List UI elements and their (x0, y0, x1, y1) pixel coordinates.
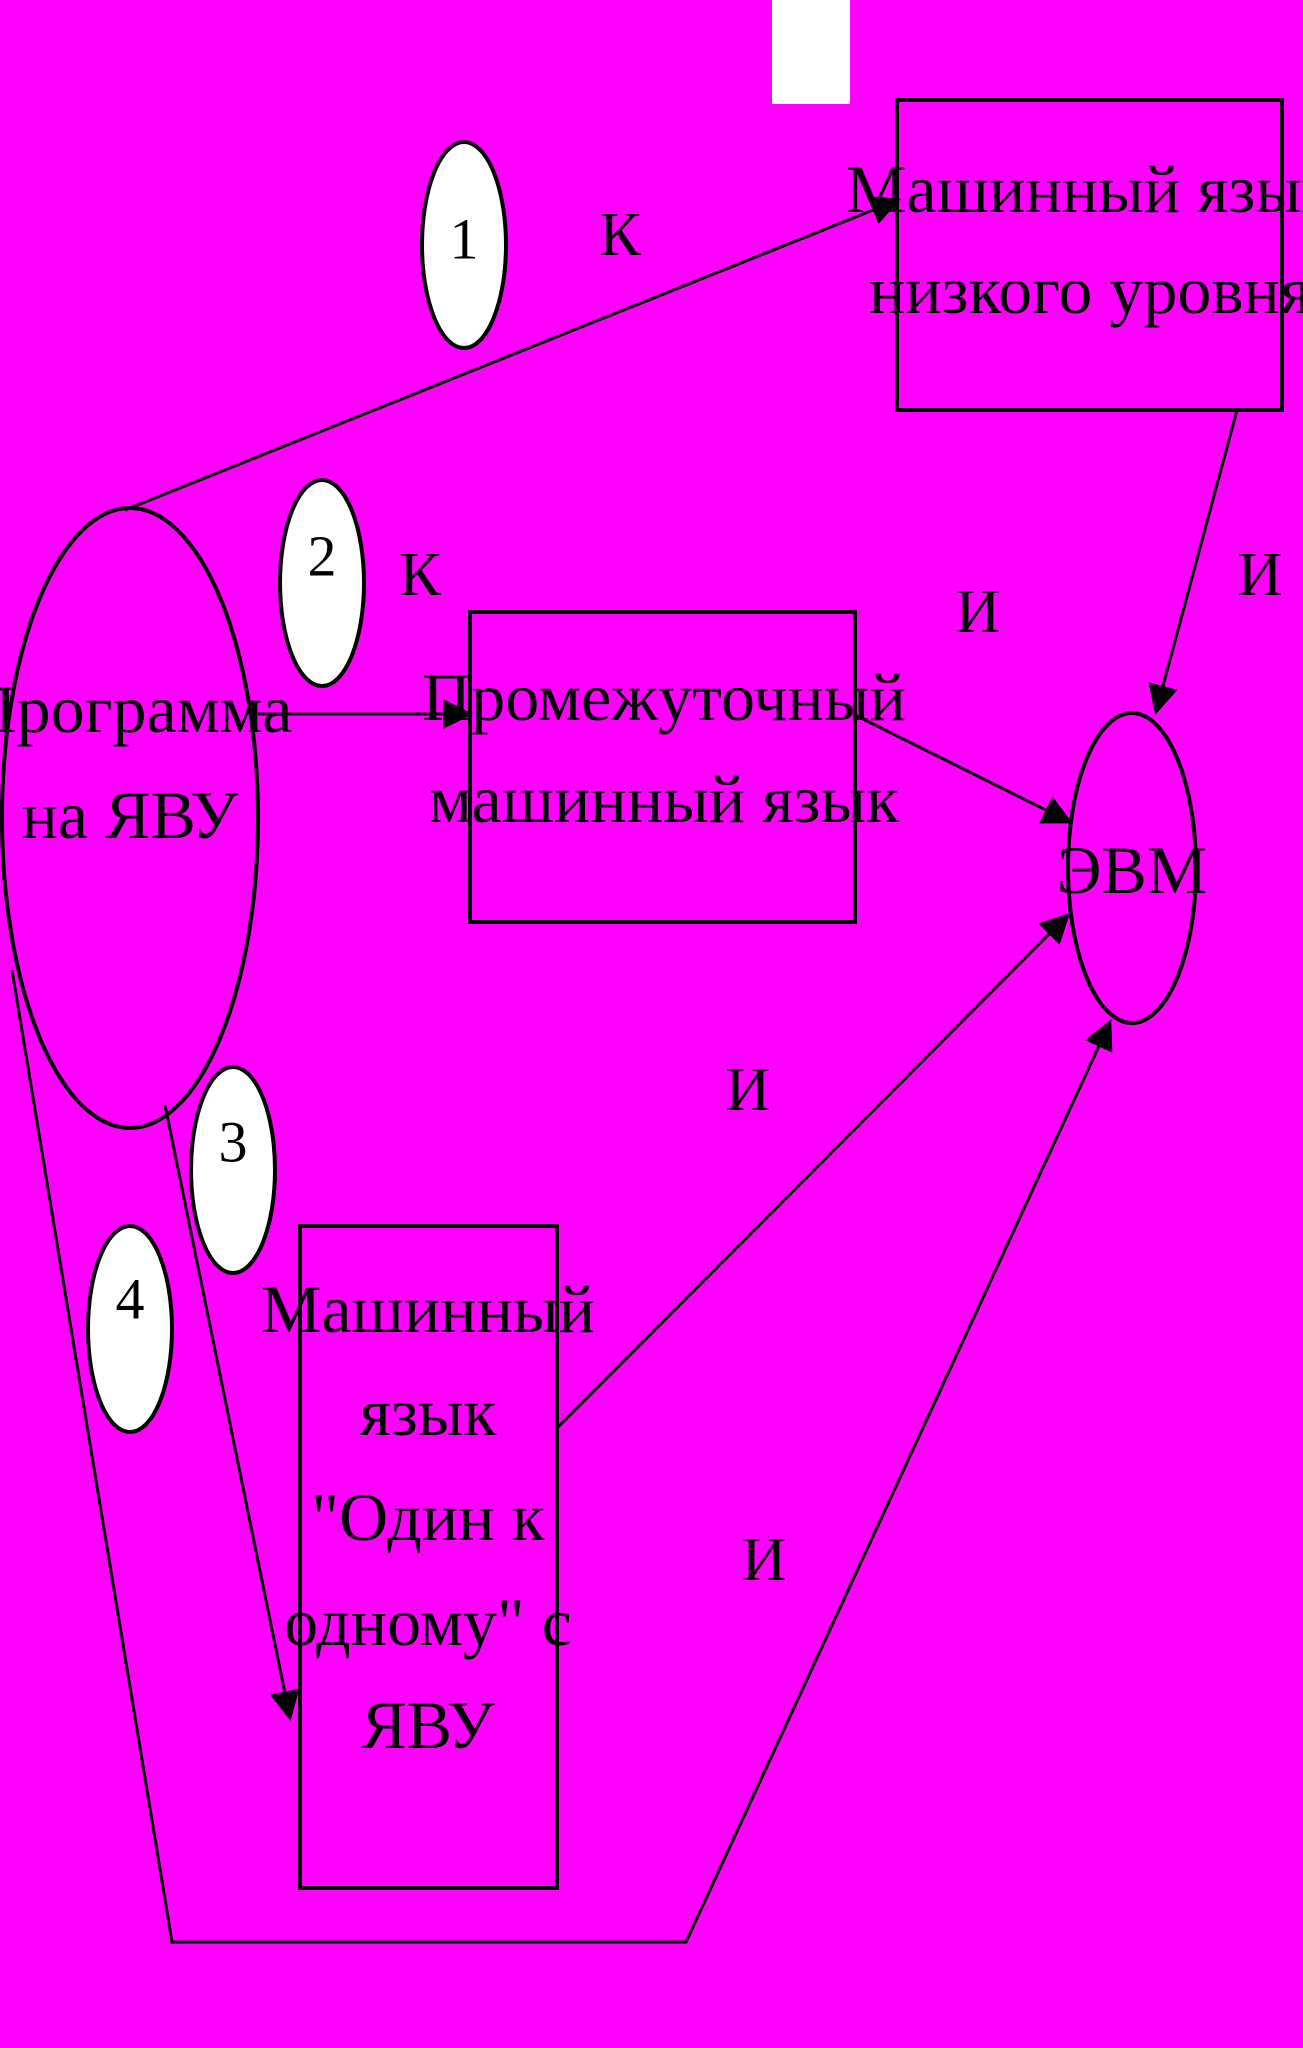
source-program-label-line1: Программа (0, 671, 292, 747)
one-to-one-label-line5: ЯВУ (361, 1687, 495, 1763)
one-to-one-language-box (298, 1224, 559, 1890)
edge-source-to-one-to-one (163, 1104, 300, 1721)
low-level-label-line1: Машинный язык (846, 151, 1303, 227)
edge-label-interpret-one-to-one: И (726, 1056, 771, 1124)
badge-1-number: 1 (450, 206, 479, 271)
source-program-label-line2: на ЯВУ (22, 777, 240, 853)
edge-label-interpret-intermediate: И (956, 578, 1001, 646)
edge-source-direct-to-computer (10, 969, 1113, 1944)
edge-label-interpret-direct: И (742, 1526, 787, 1594)
source-program-ellipse (0, 506, 260, 1130)
edge-low-level-to-computer (1148, 409, 1239, 715)
intermediate-label-line1: Промежуточный (422, 659, 906, 735)
computer-ellipse (1066, 711, 1198, 1025)
intermediate-label-line2: машинный язык (429, 761, 900, 837)
edge-label-compile-1: К (599, 201, 641, 269)
one-to-one-label-line2: язык (360, 1374, 498, 1450)
edge-intermediate-to-computer (854, 713, 1073, 824)
badge-2-circle (278, 478, 366, 688)
one-to-one-label-line4: одному" с (284, 1584, 572, 1660)
badge-4-number: 4 (116, 1266, 145, 1331)
edge-label-compile-2: К (399, 541, 441, 609)
edge-source-to-low-level (124, 196, 901, 512)
badge-4-circle (86, 1224, 174, 1434)
badge-3-number: 3 (219, 1109, 248, 1174)
one-to-one-label-line1: Машинный (261, 1271, 595, 1347)
badge-2-number: 2 (308, 523, 337, 588)
top-white-tab (772, 0, 850, 104)
one-to-one-label-line3: "Один к (311, 1479, 545, 1555)
badge-1-circle (420, 140, 508, 350)
low-level-language-box (895, 98, 1284, 412)
edge-one-to-one-to-computer (555, 912, 1071, 1430)
badge-3-circle (189, 1065, 277, 1275)
low-level-label-line2: низкого уровня (869, 252, 1303, 328)
edge-label-interpret-low: И (1238, 541, 1283, 609)
computer-label: ЭВМ (1057, 832, 1208, 908)
intermediate-language-box (468, 610, 857, 924)
